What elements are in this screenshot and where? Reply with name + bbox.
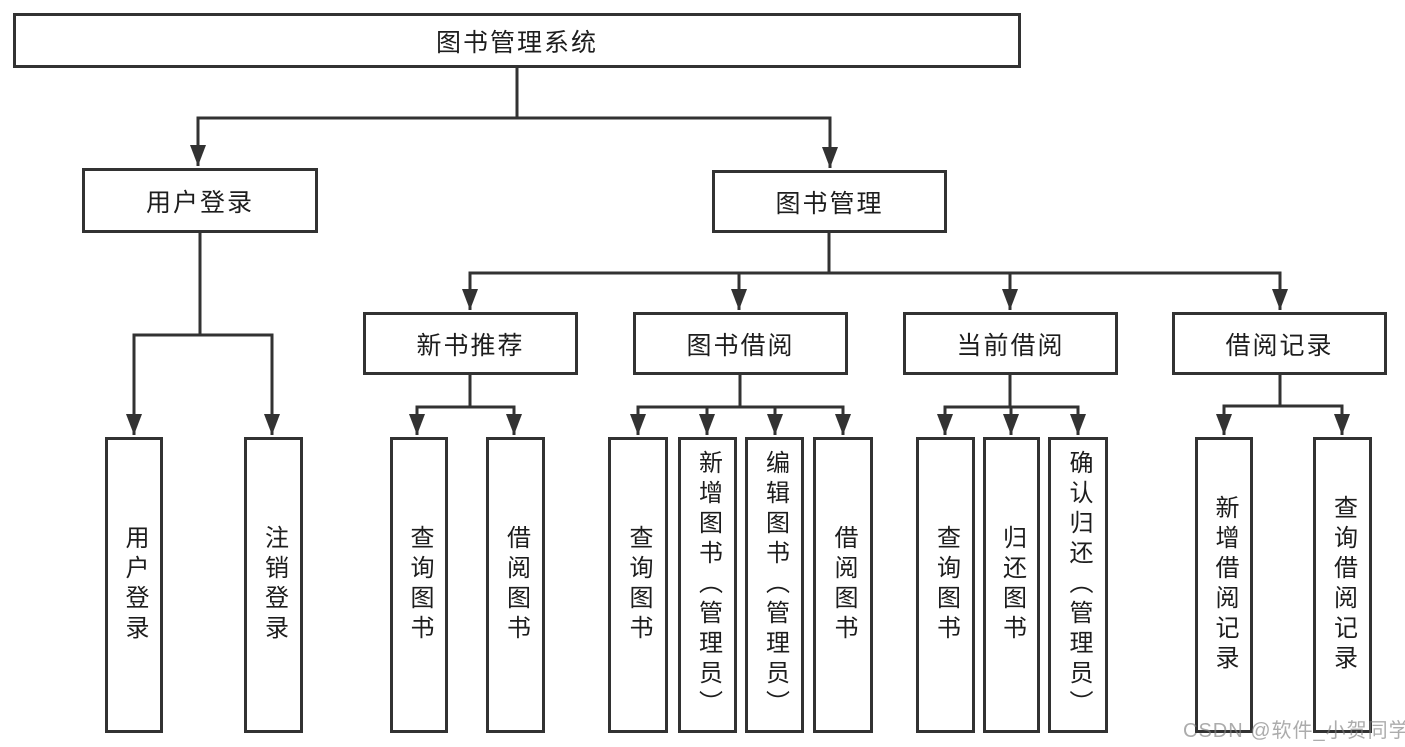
leaf-logout: 注销登录 [244,437,303,733]
node-borrow-records: 借阅记录 [1172,312,1387,375]
leaf-add-books-admin: 新增图书（管理员） [678,437,737,733]
leaf-query-books-2: 查询图书 [608,437,668,733]
node-user-login: 用户登录 [82,168,318,233]
leaf-add-borrow-record: 新增借阅记录 [1195,437,1253,733]
node-current-borrow: 当前借阅 [903,312,1118,375]
node-root-title: 图书管理系统 [13,13,1021,68]
leaf-borrow-books-1: 借阅图书 [486,437,545,733]
leaf-edit-books-admin: 编辑图书（管理员） [745,437,804,733]
leaf-query-borrow-record: 查询借阅记录 [1313,437,1372,733]
leaf-query-books-3: 查询图书 [916,437,975,733]
leaf-confirm-return-admin: 确认归还（管理员） [1048,437,1108,733]
node-book-borrow: 图书借阅 [633,312,848,375]
leaf-borrow-books-2: 借阅图书 [813,437,873,733]
leaf-query-books-1: 查询图书 [390,437,448,733]
node-new-book-recommend: 新书推荐 [363,312,578,375]
watermark: CSDN @软件_小贺同学 [1183,720,1405,742]
leaf-return-books: 归还图书 [983,437,1040,733]
leaf-user-login: 用户登录 [105,437,163,733]
node-book-management: 图书管理 [712,170,947,233]
